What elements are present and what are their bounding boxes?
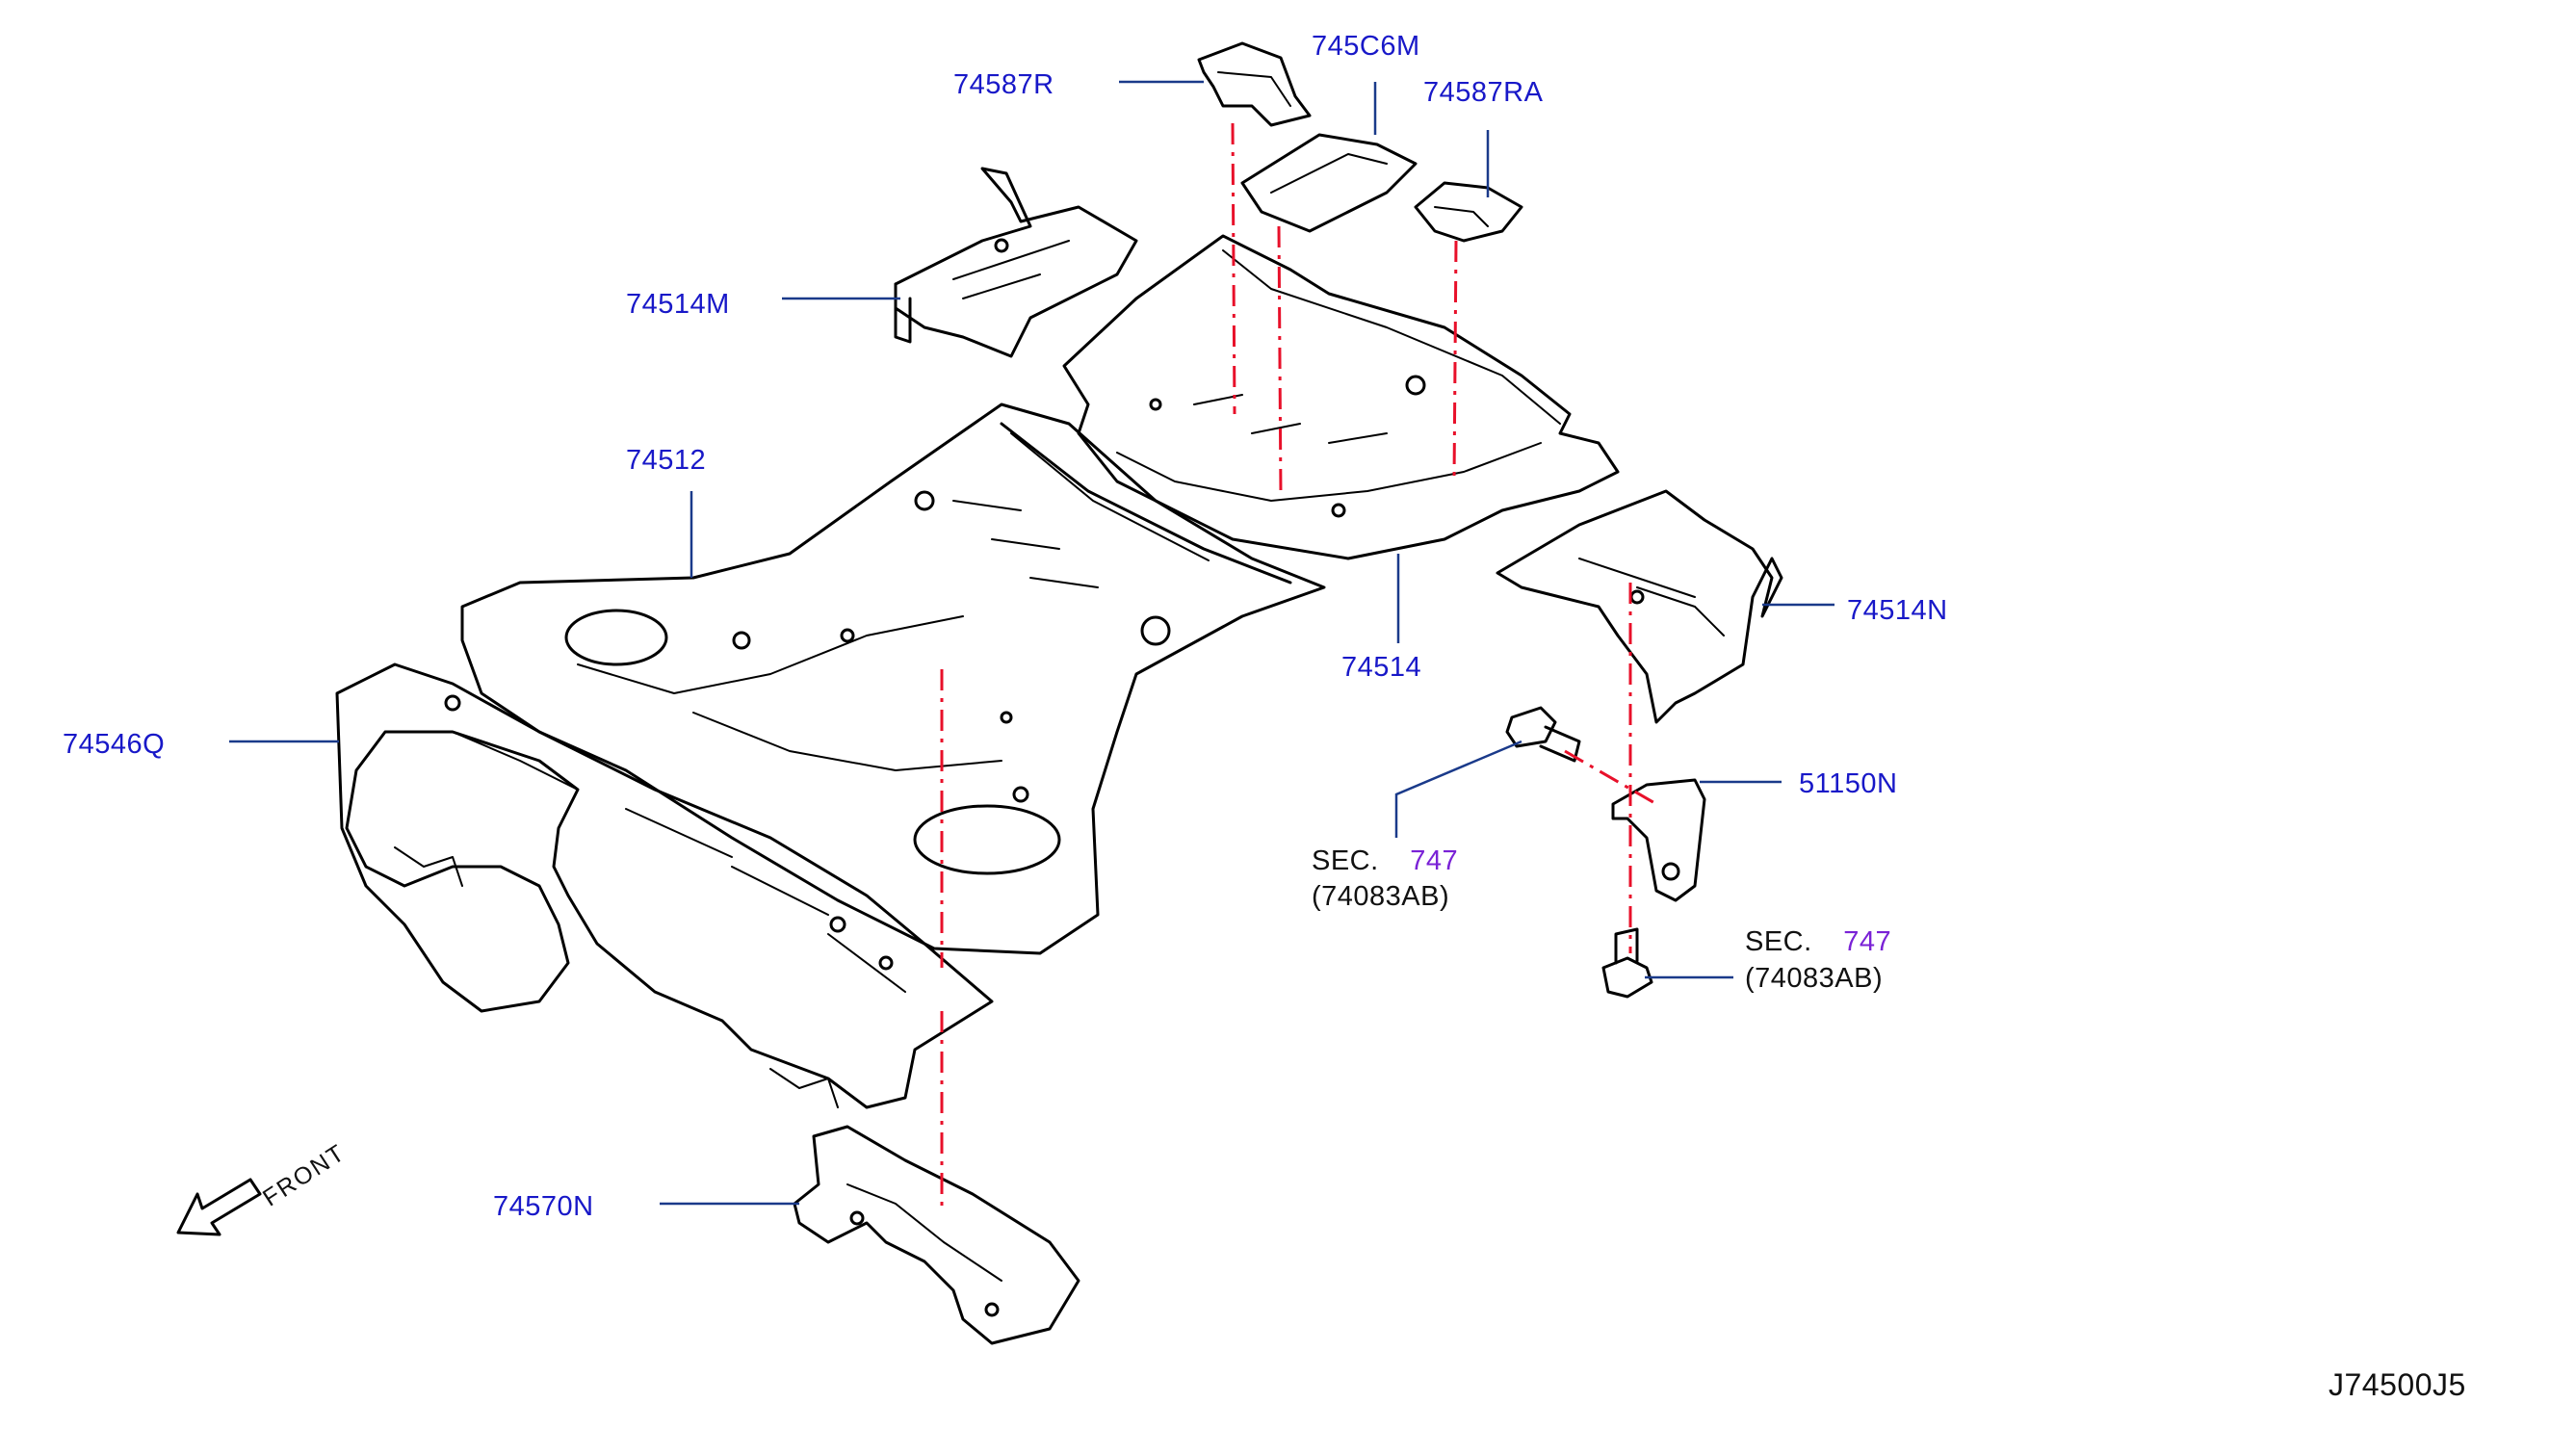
sec-ref-upper: SEC. 747 <box>1312 845 1458 876</box>
sec-number-link[interactable]: 747 <box>1843 926 1892 957</box>
label-74514N: 74514N <box>1847 595 1948 626</box>
floor-seal-strip <box>1000 422 1292 585</box>
label-74587RA: 74587RA <box>1423 77 1544 108</box>
label-51150N: 51150N <box>1799 768 1898 799</box>
leader-sec-upper <box>1394 740 1522 838</box>
floor-spare-tire-hole-left <box>564 609 668 666</box>
label-74512: 74512 <box>626 445 707 476</box>
label-745C6M: 745C6M <box>1312 31 1420 62</box>
bolt-upper <box>1505 706 1581 763</box>
bolt-lower <box>1601 927 1653 999</box>
floor-spare-tire-hole-right <box>913 804 1061 875</box>
center-line-74587R <box>1231 122 1236 415</box>
side-member-74546Q-outline <box>335 663 994 1109</box>
sec-number-link[interactable]: 747 <box>1410 845 1459 876</box>
cross-member-74570N-outline <box>793 1125 1080 1345</box>
center-line-upper-bolt <box>1564 749 1657 806</box>
sec-prefix: SEC. <box>1312 845 1379 876</box>
bracket-74587RA-outline <box>1414 181 1523 243</box>
center-line-74587RA <box>1452 240 1458 482</box>
diagram-code: J74500J5 <box>2329 1367 2466 1402</box>
rear-floor-rear-74514-outline <box>1062 234 1620 560</box>
label-74514: 74514 <box>1341 652 1422 683</box>
sec-ref-upper-partcode: (74083AB) <box>1312 881 1450 912</box>
bracket-745C6M-outline <box>1240 133 1418 233</box>
side-extension-74514N-outline <box>1496 489 1783 724</box>
sec-ref-lower-partcode: (74083AB) <box>1745 963 1884 994</box>
bracket-51150N-outline <box>1611 778 1706 902</box>
bracket-74587R-outline <box>1197 41 1312 127</box>
center-line-745C6M <box>1277 225 1283 497</box>
label-74570N: 74570N <box>493 1191 594 1222</box>
label-74514M: 74514M <box>626 289 730 320</box>
side-extension-74514M-outline <box>894 167 1138 358</box>
sec-prefix: SEC. <box>1745 926 1812 957</box>
label-74587R: 74587R <box>953 69 1054 100</box>
rear-floor-74512-outline <box>460 403 1326 955</box>
sec-ref-lower: SEC. 747 <box>1745 926 1891 957</box>
label-74546Q: 74546Q <box>63 729 166 760</box>
front-arrow-icon <box>176 1178 262 1236</box>
